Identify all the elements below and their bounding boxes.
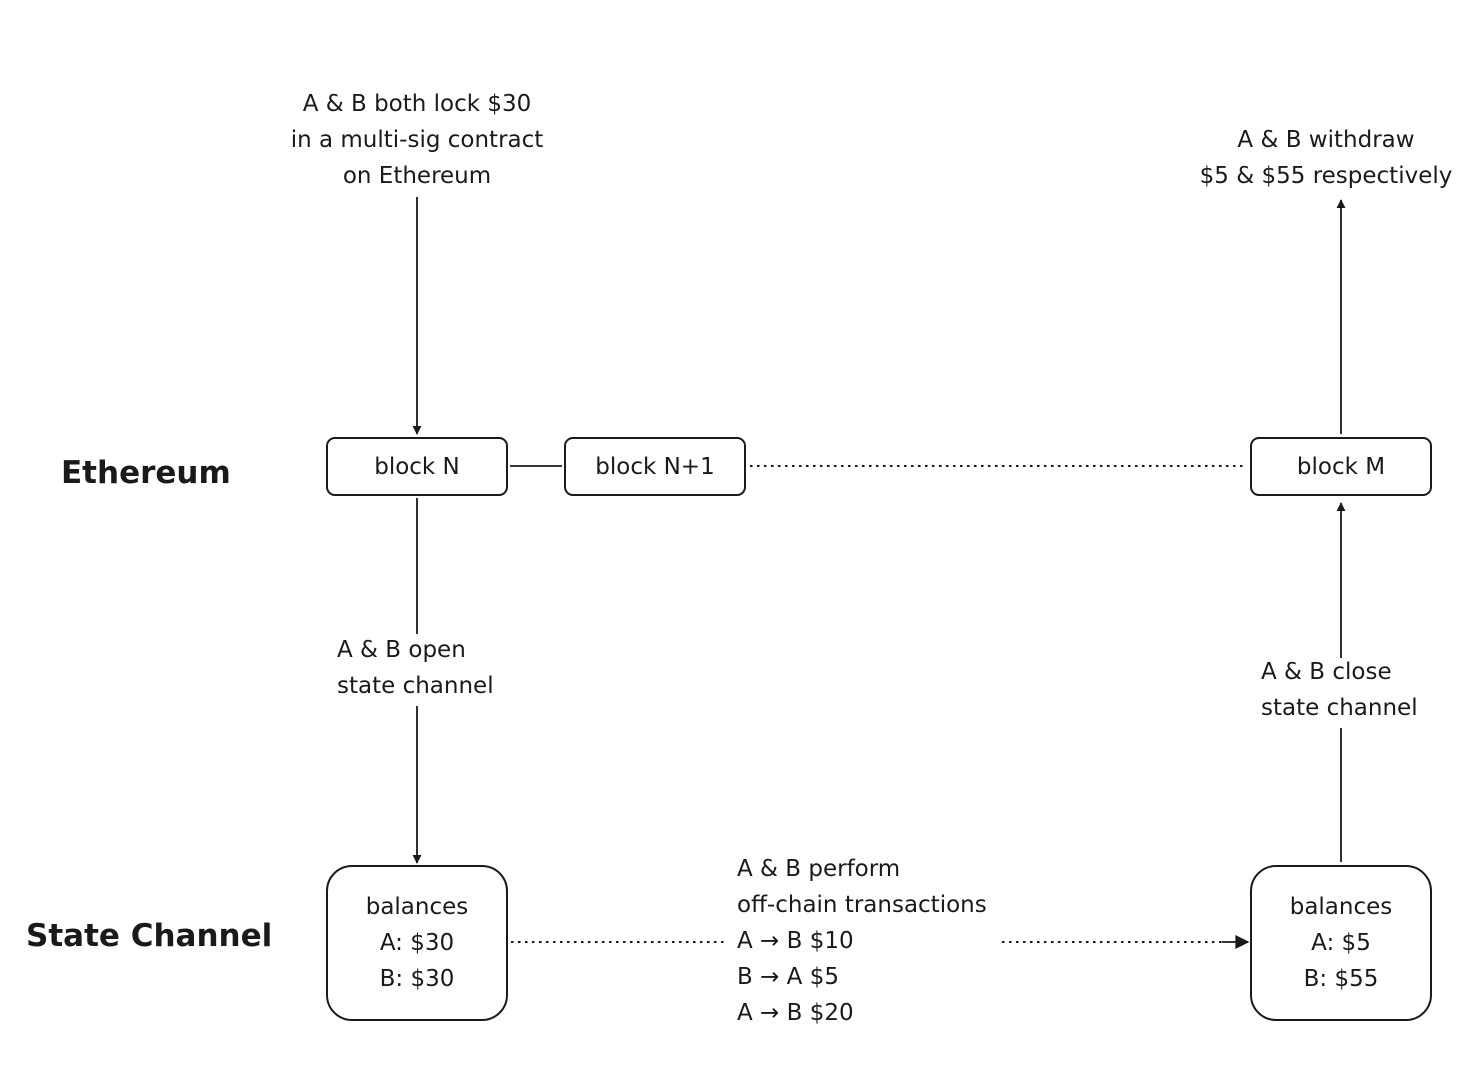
offchain-annotation: A & B perform off-chain transactions A →… bbox=[737, 851, 987, 1031]
open-channel-line-2: state channel bbox=[337, 673, 494, 699]
initial-balances-title: balances bbox=[365, 894, 469, 920]
lock-annotation-line-3: on Ethereum bbox=[342, 163, 492, 189]
open-channel-annotation: A & B open state channel bbox=[337, 632, 494, 704]
block-m-label: block M bbox=[1296, 453, 1386, 480]
initial-balance-b: B: $30 bbox=[379, 966, 455, 992]
close-channel-line-1: A & B close bbox=[1261, 659, 1392, 685]
offchain-tx-2: B → A $5 bbox=[737, 964, 839, 990]
open-channel-line-1: A & B open bbox=[337, 637, 466, 663]
initial-balance-a: A: $30 bbox=[379, 930, 455, 956]
offchain-tx-3: A → B $20 bbox=[737, 1000, 854, 1026]
offchain-tx-1: A → B $10 bbox=[737, 928, 854, 954]
lane-label-ethereum: Ethereum bbox=[61, 455, 231, 491]
final-balance-b: B: $55 bbox=[1303, 966, 1379, 992]
close-channel-annotation: A & B close state channel bbox=[1261, 654, 1418, 726]
lock-annotation-line-1: A & B both lock $30 bbox=[302, 91, 532, 117]
lock-annotation-line-2: in a multi-sig contract bbox=[290, 127, 544, 153]
initial-balances-box: balances A: $30 B: $30 bbox=[326, 865, 508, 1021]
block-m: block M bbox=[1250, 437, 1432, 496]
withdraw-annotation: A & B withdraw $5 & $55 respectively bbox=[1196, 122, 1456, 194]
offchain-line-2: off-chain transactions bbox=[737, 892, 987, 918]
final-balances-box: balances A: $5 B: $55 bbox=[1250, 865, 1432, 1021]
final-balance-a: A: $5 bbox=[1311, 930, 1371, 956]
block-n-plus-1: block N+1 bbox=[564, 437, 746, 496]
block-n-label: block N bbox=[374, 453, 460, 480]
lane-label-state-channel: State Channel bbox=[26, 918, 273, 954]
withdraw-annotation-line-1: A & B withdraw bbox=[1237, 127, 1415, 153]
offchain-line-1: A & B perform bbox=[737, 856, 901, 882]
block-n: block N bbox=[326, 437, 508, 496]
final-balances-title: balances bbox=[1289, 894, 1393, 920]
lock-annotation: A & B both lock $30 in a multi-sig contr… bbox=[257, 86, 577, 194]
close-channel-line-2: state channel bbox=[1261, 695, 1418, 721]
withdraw-annotation-line-2: $5 & $55 respectively bbox=[1199, 163, 1453, 189]
block-n-plus-1-label: block N+1 bbox=[595, 453, 715, 480]
